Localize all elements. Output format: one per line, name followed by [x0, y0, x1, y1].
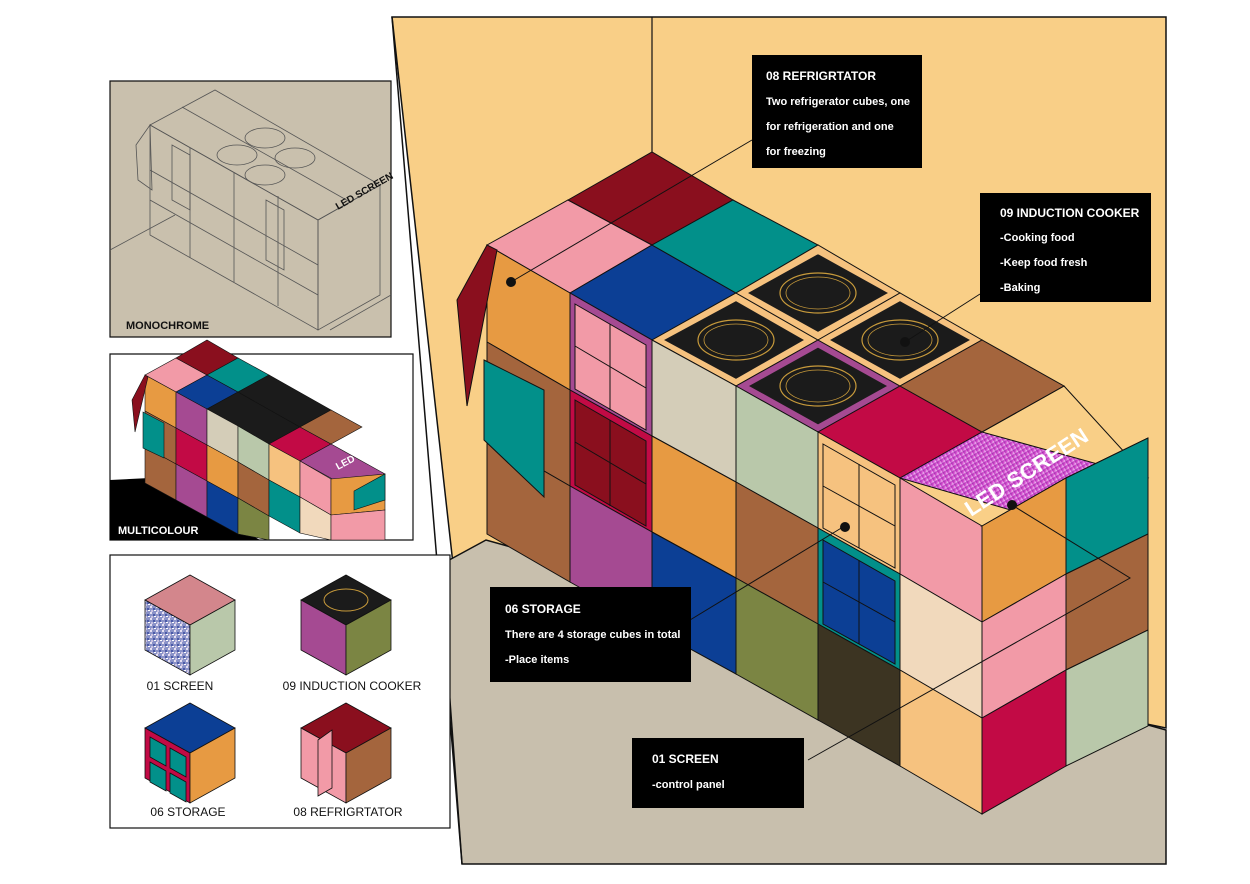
legend-label-screen: 01 SCREEN [147, 679, 214, 693]
svg-text:-Place items: -Place items [505, 654, 569, 666]
monochrome-panel: LED SCREEN MONOCHROME [109, 80, 395, 338]
callout-dots [506, 277, 1017, 532]
callout-storage: 06 STORAGE There are 4 storage cubes in … [490, 587, 691, 682]
burner-ring [697, 319, 775, 361]
callout-induction: 09 INDUCTION COOKER -Cooking food -Keep … [980, 193, 1151, 302]
multicolour-label: MULTICOLOUR [118, 525, 199, 537]
callout-title: 01 SCREEN [652, 752, 719, 766]
callout-title: 09 INDUCTION COOKER [1000, 206, 1140, 220]
legend-label-refrigerator: 08 REFRIGRTATOR [293, 805, 402, 819]
legend-screen-cube [144, 574, 236, 676]
cooktop [743, 251, 893, 335]
svg-text:for freezing: for freezing [766, 146, 826, 158]
svg-text:for refrigeration and one: for refrigeration and one [766, 121, 894, 133]
fridge-door-lower [483, 359, 545, 499]
storage-grid [574, 303, 896, 665]
callout-leaders [510, 139, 1131, 761]
svg-text:Two refrigerator cubes, one: Two refrigerator cubes, one [766, 96, 910, 108]
svg-text:-control panel: -control panel [652, 779, 725, 791]
refrigerator-doors [456, 244, 545, 499]
legend-label-storage: 06 STORAGE [150, 805, 225, 819]
legend-induction-cube [300, 574, 392, 676]
fridge-door-upper [456, 244, 498, 407]
legend-refrigerator-cube [300, 702, 392, 804]
cabinet-right [980, 437, 1149, 815]
svg-text:There are 4 storage cubes in t: There are 4 storage cubes in total [505, 629, 680, 641]
callout-title: 06 STORAGE [505, 602, 581, 616]
legend-storage-cube [144, 702, 236, 804]
callout-screen: 01 SCREEN -control panel [632, 738, 804, 808]
callout-refrigerator: 08 REFRIGRTATOR Two refrigerator cubes, … [752, 55, 922, 168]
induction-cooktops [659, 251, 975, 428]
cooktop [742, 344, 894, 428]
legend-label-induction: 09 INDUCTION COOKER [283, 679, 422, 693]
svg-text:-Cooking food: -Cooking food [1000, 232, 1075, 244]
callout-title: 08 REFRIGRTATOR [766, 69, 876, 83]
svg-text:-Baking: -Baking [1000, 282, 1040, 294]
cooktop [659, 298, 809, 382]
svg-text:-Keep food fresh: -Keep food fresh [1000, 257, 1088, 269]
main-scene: LED SCREEN 08 REFRIGRTATOR Two refrigera… [391, 16, 1167, 865]
legend-panel: 01 SCREEN 09 INDUCTION COOKER 06 STORAGE [109, 554, 451, 829]
multicolour-panel: LED SCREEN MULTICOLOUR [109, 339, 414, 541]
monochrome-label: MONOCHROME [126, 320, 209, 332]
cooktop [825, 298, 975, 382]
